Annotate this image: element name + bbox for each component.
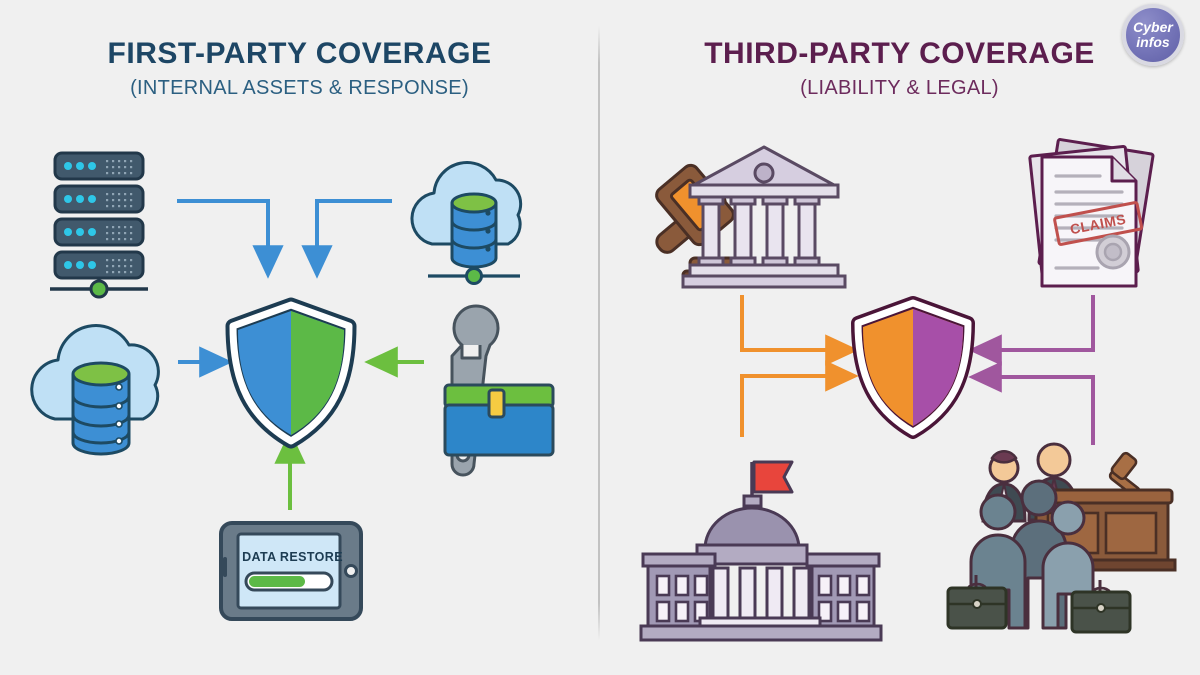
- courtroom-icon: [946, 442, 1177, 634]
- briefcase-icon-left: [946, 575, 1008, 630]
- logo-line-1: Cyber: [1133, 19, 1173, 36]
- arrow-courthouse-to-shield: [740, 295, 859, 366]
- logo-line-2: infos: [1136, 34, 1170, 51]
- tablet-data-restore-icon: [219, 521, 363, 621]
- wrench-toolbox-icon: [443, 304, 555, 477]
- third-party-shield-icon: [851, 296, 975, 439]
- cloud-database-icon-left: [30, 324, 160, 456]
- right-column-subtitle: (LIABILITY & LEGAL): [800, 76, 999, 99]
- right-column-title: THIRD-PARTY COVERAGE: [704, 37, 1095, 70]
- arrow-server-to-shield: [177, 199, 284, 279]
- left-arrow-group: [177, 199, 424, 510]
- capitol-building-icon: [639, 460, 883, 642]
- cloud-database-icon-top: [410, 161, 523, 285]
- cyber-infos-logo: Cyber infos: [1122, 4, 1184, 66]
- server-rack-icon: [50, 151, 148, 299]
- arrow-cloud-to-shield: [301, 199, 392, 279]
- claims-stamp-box: [1053, 201, 1144, 246]
- briefcase-icon-right: [1070, 580, 1132, 634]
- right-arrow-group: [740, 295, 1095, 445]
- courthouse-icon: [681, 145, 847, 289]
- right-column-heading: THIRD-PARTY COVERAGE (LIABILITY & LEGAL): [599, 38, 1200, 100]
- courtroom-standing-figures: [969, 479, 1095, 630]
- arrow-courtroom-to-shield: [968, 361, 1095, 445]
- left-column-subtitle: (INTERNAL ASSETS & RESPONSE): [130, 76, 469, 99]
- first-party-shield-icon: [225, 297, 357, 449]
- column-divider: [598, 26, 600, 640]
- arrow-capitol-to-shield: [740, 360, 859, 437]
- arrow-claims-to-shield: [968, 295, 1095, 366]
- claims-documents-icon: [1028, 138, 1155, 288]
- left-column-heading: FIRST-PARTY COVERAGE (INTERNAL ASSETS & …: [0, 38, 599, 100]
- left-column-title: FIRST-PARTY COVERAGE: [107, 37, 492, 70]
